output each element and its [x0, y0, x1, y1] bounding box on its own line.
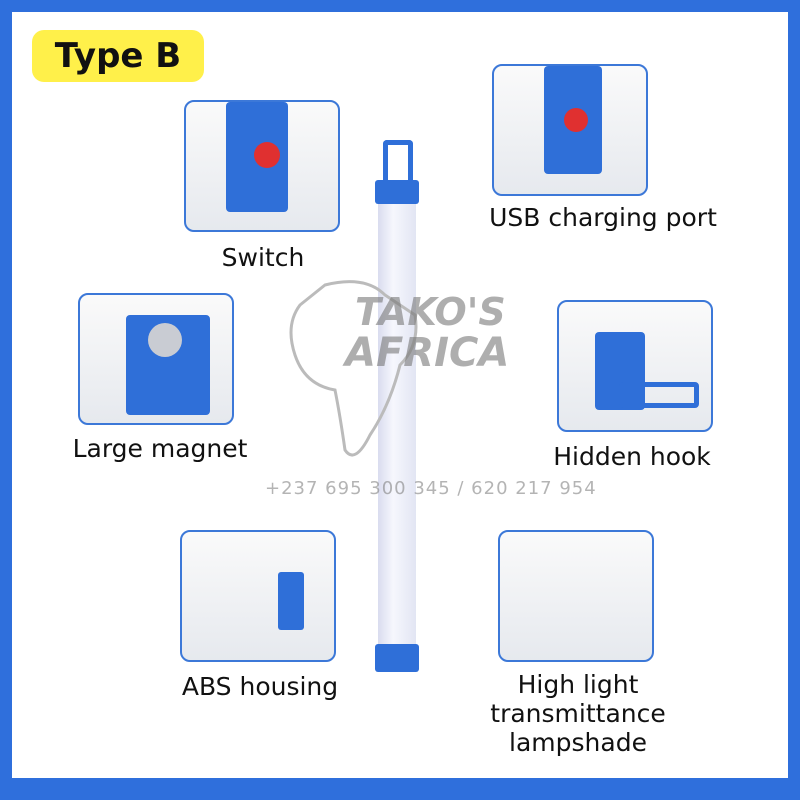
switch-label: Switch	[221, 243, 305, 272]
magnet-label: Large magnet	[72, 434, 248, 463]
lampshade-label-3: lampshade	[509, 728, 647, 757]
hook-panel	[557, 300, 713, 432]
usb-port-panel	[492, 64, 648, 196]
abs-label: ABS housing	[181, 672, 339, 701]
africa-map-icon	[289, 280, 418, 457]
lampshade-panel	[498, 530, 654, 662]
abs-housing-panel	[180, 530, 336, 662]
usb-label: USB charging port	[489, 203, 717, 232]
switch-panel	[184, 100, 340, 232]
magnet-panel	[78, 293, 234, 425]
hook-label: Hidden hook	[553, 442, 711, 471]
type-badge: Type B	[32, 30, 204, 82]
lampshade-label-2: transmittance	[490, 699, 666, 728]
lampshade-label-1: High light	[517, 670, 639, 699]
